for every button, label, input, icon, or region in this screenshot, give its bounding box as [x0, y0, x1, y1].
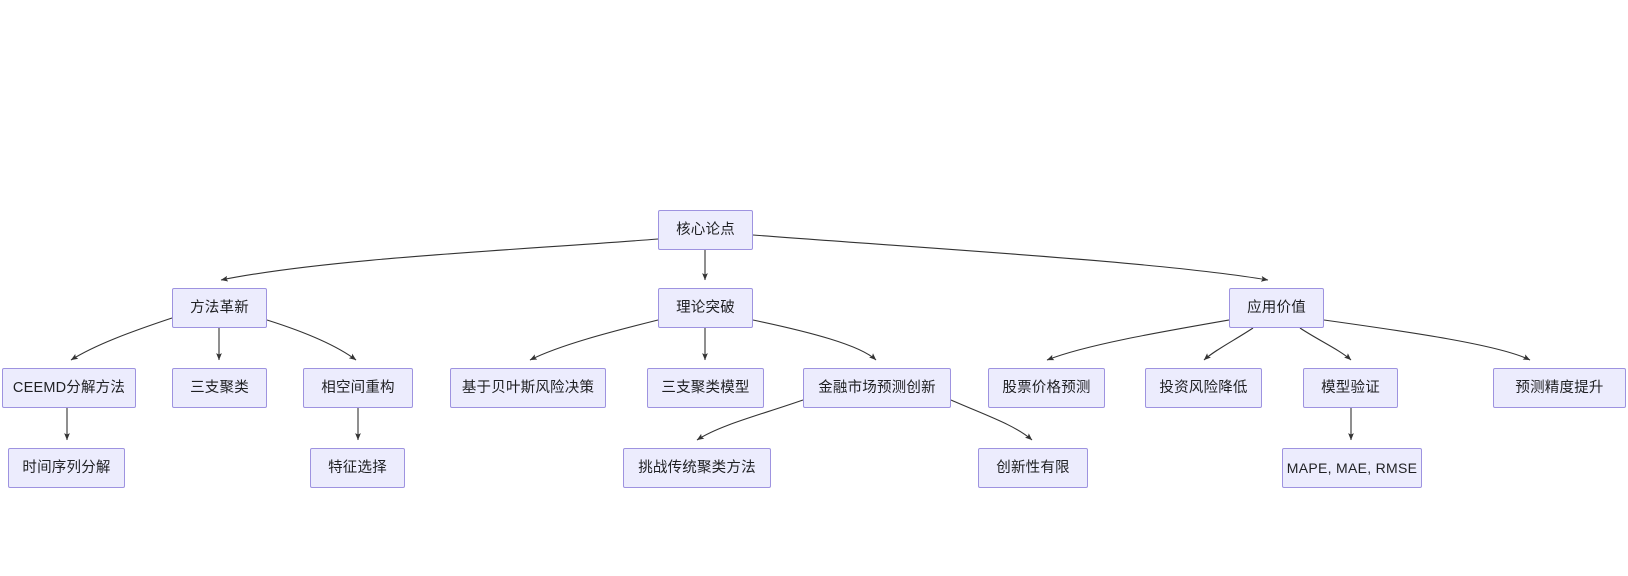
node-label: 挑战传统聚类方法 [638, 459, 756, 476]
edge-l3f-to-l4c [696, 399, 804, 441]
node-l4e[interactable]: MAPE, MAE, RMSE [1282, 448, 1422, 488]
node-label: 投资风险降低 [1159, 379, 1248, 396]
node-l4b[interactable]: 特征选择 [310, 448, 405, 488]
node-l3c[interactable]: 相空间重构 [303, 368, 413, 408]
node-label: MAPE, MAE, RMSE [1286, 460, 1418, 476]
node-label: 三支聚类模型 [661, 379, 750, 396]
node-l3b[interactable]: 三支聚类 [172, 368, 267, 408]
node-l4a[interactable]: 时间序列分解 [8, 448, 125, 488]
node-label: 金融市场预测创新 [818, 379, 936, 396]
node-label: 方法革新 [190, 299, 249, 316]
node-label: 模型验证 [1321, 379, 1380, 396]
edge-l2c-to-l3h [1203, 327, 1254, 361]
node-l2a[interactable]: 方法革新 [172, 288, 267, 328]
node-root[interactable]: 核心论点 [658, 210, 753, 250]
node-label: 预测精度提升 [1515, 379, 1604, 396]
node-l3j[interactable]: 预测精度提升 [1493, 368, 1626, 408]
node-label: 核心论点 [676, 221, 735, 238]
edge-root-to-l2a [220, 238, 659, 282]
node-label: 时间序列分解 [22, 459, 111, 476]
edge-l2c-to-l3g [1046, 319, 1230, 361]
node-l3g[interactable]: 股票价格预测 [988, 368, 1105, 408]
node-l3a[interactable]: CEEMD分解方法 [2, 368, 136, 408]
node-l3i[interactable]: 模型验证 [1303, 368, 1398, 408]
edge-l3f-to-l4d [950, 399, 1033, 441]
edge-l2b-to-l3f [752, 319, 877, 361]
node-l2b[interactable]: 理论突破 [658, 288, 753, 328]
node-label: 理论突破 [676, 299, 735, 316]
edge-l2c-to-l3j [1323, 319, 1531, 361]
node-l3d[interactable]: 基于贝叶斯风险决策 [450, 368, 606, 408]
node-label: 特征选择 [328, 459, 387, 476]
edge-l2a-to-l3c [266, 319, 357, 361]
node-l4c[interactable]: 挑战传统聚类方法 [623, 448, 771, 488]
edge-l2b-to-l3d [529, 319, 659, 361]
edge-l2a-to-l3a [70, 317, 173, 361]
node-label: 三支聚类 [190, 379, 249, 396]
node-l3e[interactable]: 三支聚类模型 [647, 368, 764, 408]
node-label: 基于贝叶斯风险决策 [461, 379, 595, 396]
node-label: 相空间重构 [321, 379, 395, 396]
edge-root-to-l2c [752, 234, 1269, 282]
edge-l2c-to-l3i [1299, 327, 1352, 361]
node-l3h[interactable]: 投资风险降低 [1145, 368, 1262, 408]
node-l3f[interactable]: 金融市场预测创新 [803, 368, 951, 408]
node-l4d[interactable]: 创新性有限 [978, 448, 1088, 488]
node-label: CEEMD分解方法 [12, 379, 126, 396]
node-label: 创新性有限 [996, 459, 1070, 476]
node-l2c[interactable]: 应用价值 [1229, 288, 1324, 328]
node-label: 应用价值 [1247, 299, 1306, 316]
node-label: 股票价格预测 [1002, 379, 1091, 396]
